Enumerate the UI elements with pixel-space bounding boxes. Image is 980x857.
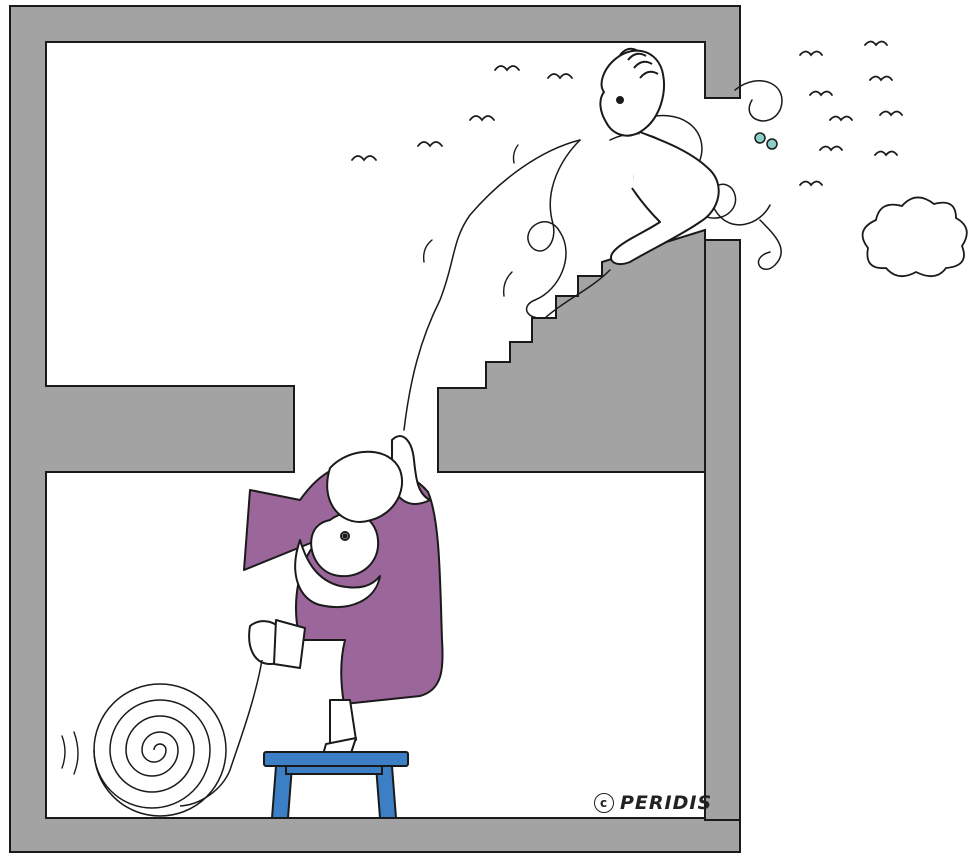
stool (263, 751, 409, 819)
lower-figure-sack (326, 450, 403, 523)
birds (351, 40, 903, 187)
bird (864, 40, 888, 47)
stool-top (263, 751, 409, 767)
upper-figure-eye (616, 96, 624, 104)
upper-figure-hair (619, 47, 659, 79)
thread-to-ball (179, 659, 263, 807)
bird (829, 115, 853, 122)
creature-eye (766, 138, 778, 150)
upper-figure-head (599, 49, 665, 137)
bird (799, 50, 823, 57)
lower-figure-pupil (342, 533, 348, 539)
tangled-creature (754, 132, 778, 150)
bird (874, 150, 898, 157)
lower-figure-beard (294, 539, 381, 608)
bird (819, 145, 843, 152)
yarn-ball (93, 683, 227, 817)
bird (809, 90, 833, 97)
bird (417, 141, 443, 148)
building-walls (9, 5, 741, 853)
artist-name: PERIDIS (620, 792, 713, 814)
upper-figure (599, 47, 720, 266)
right-wall (704, 239, 741, 821)
creature-eye (754, 132, 766, 144)
lower-figure (243, 435, 444, 759)
staircase (437, 228, 706, 473)
artist-signature: c PERIDIS (594, 788, 724, 818)
bird (879, 110, 903, 117)
stool-apron (285, 765, 383, 775)
copyright-icon: c (594, 793, 614, 813)
motion-lines (61, 144, 519, 775)
cloud (861, 196, 968, 278)
bird (351, 155, 377, 162)
lower-figure-cuff (273, 619, 306, 669)
stool-leg-right (374, 765, 398, 819)
bird (469, 115, 495, 122)
upper-figure-body (610, 131, 720, 266)
bird (547, 73, 573, 80)
bird (494, 65, 520, 72)
bird (799, 180, 823, 187)
lower-figure-head (310, 511, 380, 578)
bird (869, 75, 893, 82)
